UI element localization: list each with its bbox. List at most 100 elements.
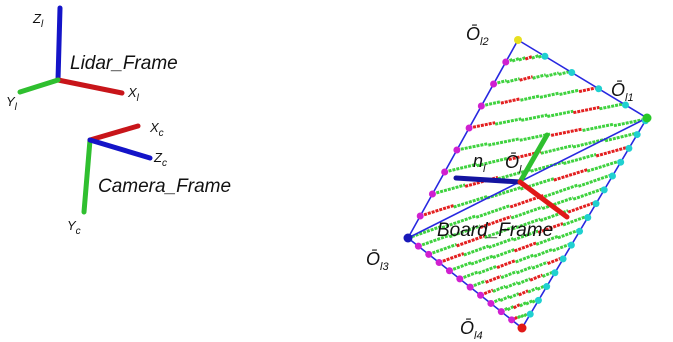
board-frame: nl Ōl Board_Frame (437, 132, 570, 241)
scan-segment (550, 127, 583, 137)
scan-segment (456, 234, 485, 248)
left-edge-point (477, 291, 485, 299)
scan-segment (573, 105, 600, 115)
scan-segment (417, 233, 450, 248)
left-edge-point (456, 275, 464, 283)
scan-segment (513, 241, 537, 253)
board-point-cloud (403, 36, 652, 333)
left-edge-point (453, 146, 461, 154)
scan-segment (470, 254, 494, 266)
camera-z-axis (87, 137, 153, 161)
scan-segment (572, 186, 605, 201)
scan-segment (453, 195, 488, 209)
normal-label: nl (473, 151, 486, 175)
left-edge-point (497, 308, 505, 316)
board-normal-axis (453, 175, 523, 185)
lidar-z-axis (55, 5, 63, 83)
lidar-y-axis (17, 77, 61, 95)
left-edge-point (502, 58, 510, 66)
left-edge-point (490, 80, 498, 88)
scan-segment (492, 284, 506, 293)
camera-z-label: Zc (153, 150, 167, 169)
scan-segment (563, 153, 597, 166)
scan-segment (511, 57, 520, 63)
scan-segment (456, 142, 489, 152)
lidar-x-axis (55, 77, 125, 96)
scan-segment (523, 312, 529, 318)
scan-segment (520, 313, 525, 319)
corner-point-l2 (514, 36, 522, 44)
scan-segment (545, 71, 560, 78)
scan-segment (488, 137, 521, 147)
scan-segment (613, 117, 646, 128)
scan-segment (481, 100, 502, 108)
scan-segment (432, 183, 466, 196)
scan-segment (499, 294, 511, 302)
lidar-frame-title: Lidar_Frame (70, 53, 178, 74)
left-edge-point (425, 250, 433, 258)
corner-point-l3 (403, 233, 413, 243)
scan-segment (516, 314, 522, 320)
scan-segment (537, 222, 564, 234)
right-edge-point (608, 172, 616, 180)
scan-segment (558, 69, 573, 76)
scan-segment (428, 242, 458, 256)
scan-segment (519, 301, 527, 308)
camera-frame-title: Camera_Frame (98, 176, 231, 197)
scan-segment (441, 214, 477, 230)
board-y-axis (517, 132, 550, 185)
right-edge-point (568, 69, 576, 76)
left-edge-point (487, 299, 495, 307)
scan-segment (496, 259, 517, 270)
scan-segment (527, 286, 539, 294)
camera-frame: Xc Zc Yc Camera_Frame (67, 120, 231, 237)
scan-segment (562, 214, 589, 227)
scan-segment (577, 173, 613, 188)
left-edge-point (441, 168, 449, 176)
left-edge-point (414, 242, 422, 250)
scan-segment (511, 217, 541, 231)
lidar-x-label: Xl (127, 85, 140, 104)
scan-segment (595, 145, 630, 158)
scan-segment (525, 299, 533, 306)
scan-segment (506, 305, 515, 312)
camera-y-axis (81, 137, 93, 215)
corner-label-l4: Ōl4 (460, 318, 483, 342)
center-label: Ōl (505, 152, 522, 176)
scan-segment (572, 137, 606, 149)
scan-segment (520, 94, 541, 102)
scan-segment (604, 131, 638, 143)
scan-segment (476, 156, 510, 168)
board-diagonal-edge (407, 117, 648, 239)
corner-label-l1: Ōl1 (611, 80, 634, 104)
scan-segment (524, 55, 533, 61)
right-edge-point (567, 241, 575, 249)
lidar-z-label: Zl (32, 11, 44, 30)
scan-segment (463, 244, 490, 257)
scan-segment (475, 204, 511, 219)
scan-segment (468, 121, 496, 130)
scan-segment (541, 196, 574, 211)
right-edge-point (559, 255, 567, 263)
camera-y-label: Yc (67, 218, 81, 237)
left-edge-point (445, 267, 453, 275)
scan-lines (407, 53, 646, 321)
scan-segment (492, 248, 516, 259)
scan-segment (504, 281, 519, 290)
scan-segment (519, 75, 534, 82)
scan-segment (500, 270, 518, 280)
right-edge-point (600, 186, 608, 194)
right-edge-point (534, 296, 542, 304)
right-edge-point (622, 101, 629, 109)
right-edge-point (576, 227, 584, 235)
scan-segment (529, 273, 544, 282)
left-edge-point (416, 212, 424, 220)
right-edge-point (584, 213, 592, 221)
scan-segment (448, 224, 481, 239)
scan-segment (541, 269, 556, 278)
lidar-frame: Zl Xl Yl Lidar_Frame (6, 5, 178, 113)
camera-x-label: Xc (149, 120, 164, 139)
right-edge-point (526, 310, 534, 318)
corner-point-l4 (517, 323, 527, 333)
